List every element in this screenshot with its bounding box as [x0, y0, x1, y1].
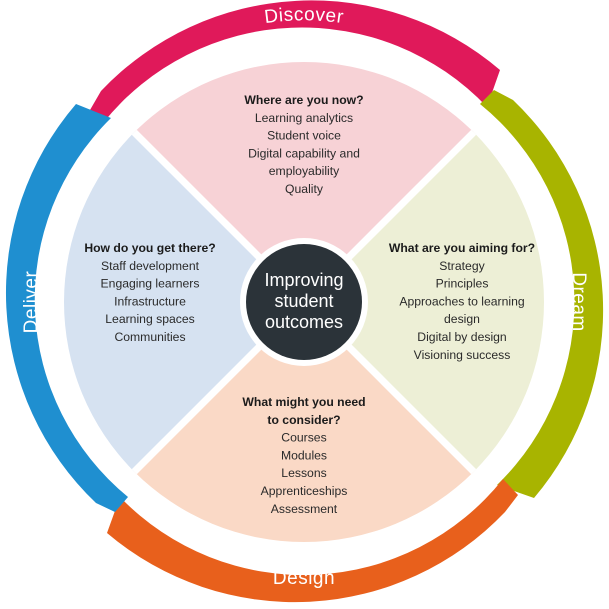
- quadrant-left-item: Communities: [114, 330, 185, 344]
- quadrant-left-item: Infrastructure: [114, 294, 186, 308]
- discover-arc: [90, 0, 500, 124]
- dream-label: Dream: [568, 272, 589, 332]
- quadrant-left-item: Engaging learners: [101, 277, 200, 291]
- quadrant-bottom-item: Lessons: [281, 466, 326, 480]
- quadrant-bottom-heading: What might you need: [242, 395, 365, 409]
- quadrant-right-item: Visioning success: [414, 348, 511, 362]
- quadrant-bottom-item: Modules: [281, 448, 327, 462]
- quadrant-right-heading: What are you aiming for?: [389, 241, 535, 255]
- quadrant-top-item: Digital capability and: [248, 146, 360, 160]
- quadrant-left-heading: How do you get there?: [84, 241, 215, 255]
- quadrant-bottom-item: Apprenticeships: [261, 484, 348, 498]
- quadrant-top-item: employability: [269, 164, 340, 178]
- center-title-line: Improving: [264, 270, 343, 290]
- quadrant-right-item: Approaches to learning: [399, 294, 524, 308]
- quadrant-bottom-item: Courses: [281, 431, 326, 445]
- quadrant-bottom-segment: [64, 302, 544, 542]
- quadrant-right-item: Principles: [436, 277, 489, 291]
- quadrant-right-item: design: [444, 312, 480, 326]
- quadrant-right-item: Strategy: [439, 259, 485, 273]
- center-hub: [246, 244, 362, 360]
- deliver-arc: [5, 104, 128, 512]
- quadrant-left-item: Staff development: [101, 259, 200, 273]
- quadrant-right-segment: [304, 62, 544, 542]
- center-title-line: student: [274, 291, 333, 311]
- quadrant-left-segment: [64, 62, 304, 542]
- design-arc: [107, 479, 518, 603]
- dream-arc: [480, 90, 604, 498]
- quadrant-right-item: Digital by design: [417, 330, 506, 344]
- center-title-line: outcomes: [265, 312, 343, 332]
- design-label: Design: [273, 568, 335, 589]
- quadrant-bottom-item: Assessment: [271, 502, 338, 516]
- quadrant-bottom-heading: to consider?: [267, 413, 340, 427]
- quadrant-top-heading: Where are you now?: [244, 93, 363, 107]
- quadrant-top-item: Learning analytics: [255, 111, 353, 125]
- quadrant-left-item: Learning spaces: [105, 312, 194, 326]
- deliver-label: Deliver: [21, 271, 42, 334]
- quadrant-top-segment: [64, 62, 544, 302]
- quadrant-top-item: Student voice: [267, 129, 341, 143]
- quadrant-top-item: Quality: [285, 182, 324, 196]
